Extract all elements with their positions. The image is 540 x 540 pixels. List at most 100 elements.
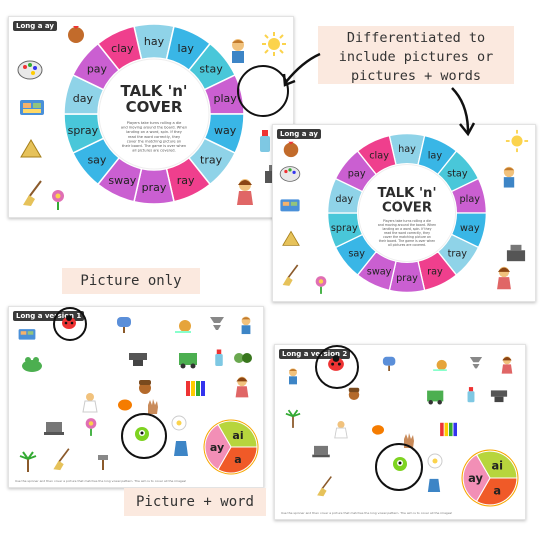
spinner-label: a (493, 484, 501, 498)
broom-icon (317, 476, 332, 497)
highlight-circle (53, 307, 87, 341)
wheel-word: day (335, 194, 353, 205)
wheel-word: say (87, 154, 106, 167)
wheel-word: lay (428, 151, 443, 162)
flower-icon (52, 190, 64, 210)
snail-icon (433, 359, 447, 371)
spinner-label: ay (468, 471, 483, 485)
frog-icon (22, 357, 42, 372)
wheel-instructions: cover the matching picture on (127, 139, 181, 143)
arrow-down-icon (451, 87, 476, 137)
wheel-instructions: landing on a word, spin. If they (383, 227, 432, 231)
laptop-icon (312, 445, 330, 458)
highlight-circle (375, 443, 423, 491)
crayons-icon (186, 381, 205, 396)
broom-icon (23, 180, 42, 206)
wheel-instructions: landing on a word, spin. If they (126, 130, 183, 134)
acorn-icon (348, 387, 360, 400)
wheel-word: way (460, 223, 480, 234)
rooster-icon (283, 141, 299, 158)
wheel-word: stay (447, 168, 468, 179)
wheel-word: hay (144, 35, 165, 48)
vegetables-icon (234, 353, 252, 363)
paint-palette-icon (279, 166, 301, 182)
tray-icon (20, 100, 44, 115)
rooster-icon (68, 26, 84, 43)
wheel-word: play (459, 194, 480, 205)
broom-icon (53, 448, 70, 471)
tray-icon (18, 329, 36, 340)
girl-icon (497, 266, 511, 290)
apron-icon (427, 478, 441, 492)
wheel-word: tray (448, 249, 468, 260)
talk-n-cover-wheel: haylaystayplaywaytrayrayprayswaysayspray… (326, 132, 488, 294)
daisy-icon (427, 453, 443, 469)
wheel-instructions: all pictures are covered. (132, 149, 175, 153)
wheel-instructions: Players take turns rolling a die (383, 219, 431, 223)
wheel-title: COVER (126, 98, 183, 116)
board-instructions: Use the spinner and then cover a picture… (281, 511, 453, 515)
wheel-segment (356, 134, 397, 176)
broom-icon (282, 264, 299, 286)
spinner-label: ai (491, 459, 503, 473)
pumpkin-icon (118, 399, 132, 411)
wheel-instructions: their board. The game is over when (122, 144, 186, 148)
daisy-icon (171, 415, 187, 431)
wheel-word: pay (87, 62, 108, 75)
wheel-instructions: and moving around the board. When (121, 126, 187, 130)
spray-bottle-icon (260, 130, 270, 152)
paint-palette-icon (17, 60, 43, 80)
wheel-word: sway (108, 174, 136, 187)
palm-tree-icon (19, 451, 37, 472)
wheel-word: pray (142, 181, 167, 194)
sun-icon (505, 129, 529, 153)
flower-icon (315, 276, 327, 294)
train-icon (179, 353, 197, 369)
boy-icon (232, 39, 244, 63)
board-tag: Long a version 1 (13, 311, 85, 321)
girl-icon (237, 179, 253, 205)
spinner-label: ay (210, 441, 224, 454)
angel-icon (334, 421, 348, 439)
wheel-word: day (73, 92, 94, 105)
mailbox-icon (117, 317, 131, 333)
spinner-label: ai (232, 429, 243, 442)
highlight-circle (315, 345, 359, 389)
wheel-word: pay (348, 168, 366, 179)
hay-icon (282, 230, 300, 246)
wheel-word: pray (396, 273, 418, 284)
wheel-word: say (348, 249, 365, 260)
laptop-icon (44, 422, 64, 435)
boy-icon (503, 166, 515, 188)
wheel-word: hay (398, 144, 416, 155)
vowel-spinner: ai aay (461, 449, 519, 507)
wheel-title: COVER (382, 200, 432, 215)
spinner-label: a (234, 453, 241, 466)
callout-picture-word: Picture + word (124, 488, 266, 516)
wheel-instructions: read the word correctly, they (128, 135, 181, 139)
snail-icon (175, 320, 191, 333)
wheel-word: ray (177, 174, 195, 187)
board-tag: Long a ay (13, 21, 57, 31)
crayons-icon (440, 422, 457, 437)
wheel-word: lay (178, 42, 195, 55)
talk-n-cover-wheel: haylaystayplaywaytrayrayprayswaysayspray… (63, 23, 245, 205)
arrow-left-icon (282, 52, 321, 87)
wheel-word: clay (369, 151, 389, 162)
tray-icon (280, 199, 300, 212)
tornado-icon (469, 357, 483, 369)
girl-icon (235, 376, 249, 398)
spray-bottle-icon (467, 387, 475, 403)
hay-icon (20, 139, 42, 158)
wheel-word: ray (427, 267, 443, 278)
palm-tree-icon (285, 409, 301, 428)
wheel-instructions: cover the matching picture on (383, 235, 431, 239)
boy-icon (241, 316, 251, 335)
spinner-segment (204, 423, 232, 471)
wheel-word: way (214, 124, 237, 137)
wheel-word: sway (367, 267, 392, 278)
sun-icon (262, 32, 286, 56)
train-icon (427, 390, 444, 405)
